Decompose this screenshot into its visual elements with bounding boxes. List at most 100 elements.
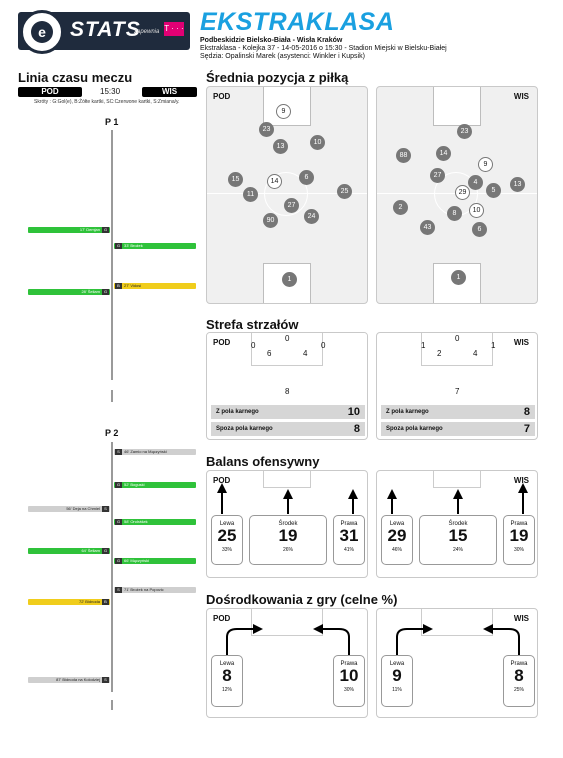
timeline-event-text: 66' Mączyński — [124, 558, 149, 563]
away-player-marker: 5 — [486, 183, 501, 198]
away-offense-left-value: 29 — [387, 526, 407, 545]
away-player-marker: 6 — [472, 222, 487, 237]
home-player-marker: 24 — [304, 209, 319, 224]
away-offense-team: WIS — [513, 476, 529, 485]
away-offense-center: Środek 15 24% — [419, 515, 497, 565]
offense-arrow-icon — [453, 489, 463, 499]
home-player-marker: 27 — [284, 198, 299, 213]
match-details: Ekstraklasa - Kolejka 37 - 14-05-2016 o … — [200, 45, 447, 52]
home-player-marker: 11 — [243, 187, 258, 202]
away-player-marker: 88 — [396, 148, 411, 163]
away-crosses-right-pct: 25% — [513, 687, 524, 693]
offense-arrow-icon — [283, 489, 293, 499]
home-offense-right-pct: 41% — [343, 547, 354, 553]
away-offense-left: Lewa 29 46% — [381, 515, 413, 565]
match-referee: Sędzia: Opalinski Marek (asystenci: Wink… — [200, 53, 365, 60]
away-player-marker: 2 — [393, 200, 408, 215]
offense-arrow-icon — [518, 483, 528, 493]
away-player-marker: 1 — [451, 270, 466, 285]
away-offense-panel: WIS Lewa 29 46% Środek 15 24% Prawa 19 3… — [376, 470, 538, 578]
home-player-marker: 14 — [267, 174, 282, 189]
offense-arrow-icon — [217, 483, 227, 493]
home-offense-left: Lewa 25 33% — [211, 515, 243, 565]
away-crosses-right-label: Prawa — [510, 661, 528, 667]
home-position-team: POD — [213, 92, 231, 101]
home-player-marker: 6 — [299, 170, 314, 185]
home-shots-inbox-value: 10 — [347, 406, 360, 418]
timeline-kickoff-time: 15:30 — [100, 87, 121, 96]
timeline-axis-p1 — [111, 130, 113, 380]
away-player-marker: 27 — [430, 168, 445, 183]
away-player-marker: 14 — [436, 146, 451, 161]
away-player-marker: 13 — [510, 177, 525, 192]
offense-title: Balans ofensywny — [206, 454, 320, 469]
away-crosses-team: WIS — [513, 614, 529, 623]
cross-arrows-icon — [226, 624, 350, 655]
timeline-event-tag: S — [115, 449, 122, 455]
crosses-title: Dośrodkowania z gry (celne %) — [206, 592, 398, 607]
period-2-label: P 2 — [105, 428, 119, 438]
timeline-event-tag: B — [115, 283, 122, 289]
home-offense-center-value: 19 — [278, 526, 298, 545]
home-player-marker: 90 — [263, 213, 278, 228]
timeline-event-tag: G — [102, 548, 109, 554]
home-offense-team: POD — [213, 476, 231, 485]
away-shots-outbox-label: Spoza pola karnego — [386, 426, 443, 432]
home-offense-center-pct: 26% — [282, 547, 293, 553]
timeline-event-text: 87' Bidnoda na Kolodziej — [56, 677, 100, 682]
away-player-marker: 10 — [469, 203, 484, 218]
match-title: Podbeskidzie Bielsko-Biała - Wisła Krakó… — [200, 37, 343, 44]
timeline-legend: Skróty : G:Gol(e), B:Żółte kartki, SC:Cz… — [34, 99, 180, 105]
logo-letter: e — [31, 21, 53, 43]
timeline-event-tag: G — [115, 482, 122, 488]
away-position-team: WIS — [513, 92, 529, 101]
away-player-marker: 29 — [455, 185, 470, 200]
home-player-marker: 1 — [282, 272, 297, 287]
offense-arrow-icon — [348, 489, 358, 499]
home-crosses-panel: POD Lewa 8 12% Prawa 10 30% — [206, 608, 368, 718]
home-offense-left-pct: 33% — [221, 547, 232, 553]
home-player-marker: 10 — [310, 135, 325, 150]
timeline-event-text: 27' Vidosi — [124, 283, 142, 288]
away-player-marker: 9 — [478, 157, 493, 172]
away-offense-right-label: Prawa — [510, 521, 528, 527]
home-shots-inbox-label: Z pola karnego — [216, 409, 259, 415]
home-crosses-right-pct: 30% — [343, 687, 354, 693]
timeline-event-text: 33' Brożek — [124, 243, 143, 248]
sponsor-text: zapewnia — [134, 29, 160, 35]
home-player-marker: 25 — [337, 184, 352, 199]
home-crosses-left: Lewa 8 12% — [211, 655, 243, 707]
away-shot-zone-far-left: 1 — [421, 341, 426, 350]
away-crosses-left-label: Lewa — [389, 661, 405, 667]
timeline-event-text: 71' Brożek na Popovic — [124, 587, 164, 592]
away-offense-right-pct: 30% — [513, 547, 524, 553]
home-offense-left-label: Lewa — [219, 521, 235, 527]
timeline-event-text: 72' Bidnoda — [78, 599, 100, 604]
away-player-marker: 23 — [457, 124, 472, 139]
home-shot-team: POD — [213, 338, 231, 347]
offense-arrow-icon — [387, 489, 397, 499]
away-offense-left-pct: 46% — [391, 547, 402, 553]
home-crosses-right-value: 10 — [339, 666, 359, 685]
timeline-home-team: POD — [18, 87, 82, 97]
timeline-axis-p2 — [111, 442, 113, 692]
home-shot-zone-far-right: 0 — [321, 341, 326, 350]
home-crosses-team: POD — [213, 614, 231, 623]
timeline-event-tag: S — [102, 506, 109, 512]
timeline-event-text: 28' Šeliam — [81, 289, 100, 294]
away-offense-center-value: 15 — [448, 526, 468, 545]
timeline-axis-break — [111, 390, 113, 402]
away-crosses-right-value: 8 — [514, 666, 524, 685]
away-crosses-left: Lewa 9 11% — [381, 655, 413, 707]
home-offense-right-value: 31 — [339, 526, 359, 545]
